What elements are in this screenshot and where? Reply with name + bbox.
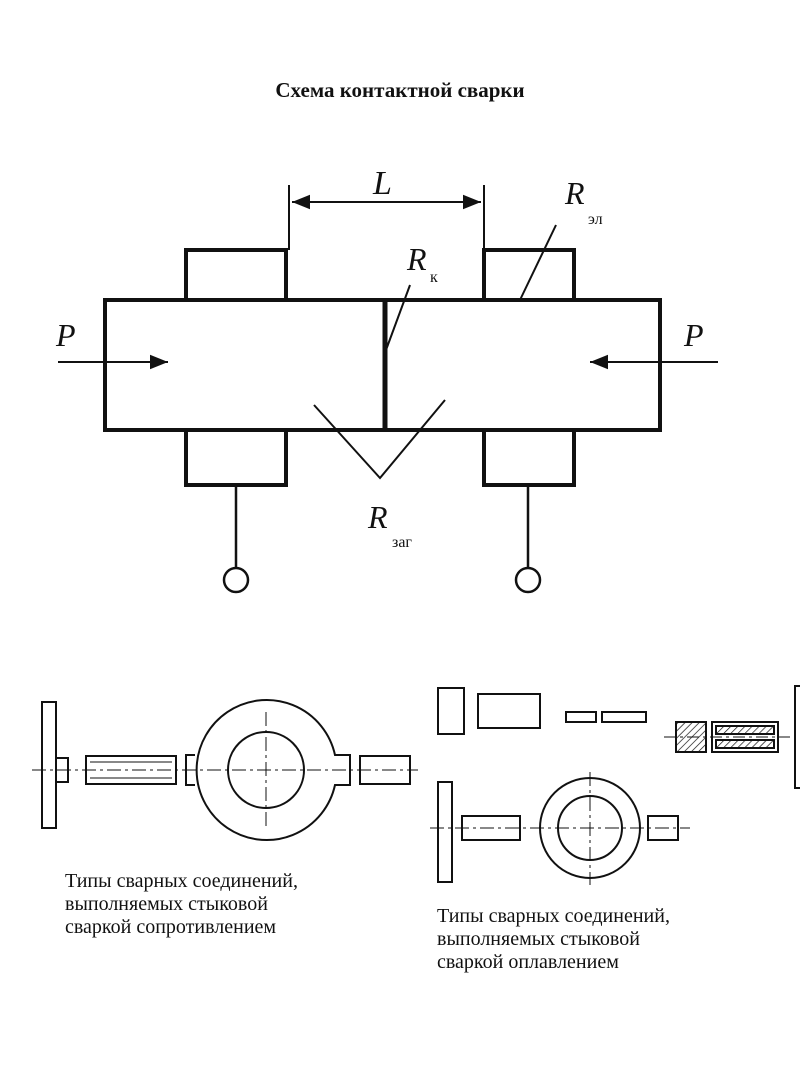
r-k-label: R: [406, 241, 427, 277]
length-label: L: [372, 165, 392, 202]
terminal-left: [222, 566, 250, 594]
caption-flash-welding: Типы сварных соединений, выполняемых сты…: [437, 905, 670, 974]
block-small: [437, 687, 465, 735]
block-wide: [477, 693, 541, 729]
workpiece-left: [103, 298, 387, 432]
flange-plate-right: [437, 781, 453, 883]
force-right-label: P: [683, 317, 704, 353]
r-zag-label: R: [367, 499, 388, 535]
electrode-bottom-left: [184, 428, 288, 487]
caption-right-line-3: сваркой оплавлением: [437, 951, 619, 973]
ring-with-lugs: [195, 699, 351, 841]
caption-left-line-3: сваркой сопротивлением: [65, 916, 277, 938]
caption-right-line-2: выполняемых стыковой: [437, 928, 640, 950]
electrode-top-left: [184, 248, 288, 302]
r-zag-leaders: [313, 399, 446, 480]
r-k-subscript: к: [430, 269, 438, 286]
plate-edge: [794, 685, 800, 789]
strip-a: [565, 711, 597, 723]
flash-joint-types: [430, 685, 800, 885]
r-el-label: R: [564, 175, 585, 211]
r-zag-subscript: заг: [392, 534, 412, 551]
terminal-right: [514, 566, 542, 594]
r-k-leader: [385, 284, 411, 351]
strip-b: [601, 711, 647, 723]
resistance-joint-types: [32, 699, 418, 841]
flange-plate: [41, 701, 57, 829]
caption-right-line-1: Типы сварных соединений,: [437, 905, 670, 927]
caption-left-line-1: Типы сварных соединений,: [65, 870, 298, 892]
contact-welding-scheme: [58, 185, 718, 594]
r-el-leader: [519, 224, 557, 301]
caption-resistance-welding: Типы сварных соединений, выполняемых сты…: [65, 870, 298, 939]
force-left-label: P: [55, 317, 76, 353]
caption-left-line-2: выполняемых стыковой: [65, 893, 268, 915]
workpiece-right: [383, 298, 662, 432]
r-el-subscript: эл: [588, 211, 603, 228]
page-title: Схема контактной сварки: [275, 78, 525, 102]
electrode-bottom-right: [482, 428, 576, 487]
electrode-top-right: [482, 248, 576, 302]
